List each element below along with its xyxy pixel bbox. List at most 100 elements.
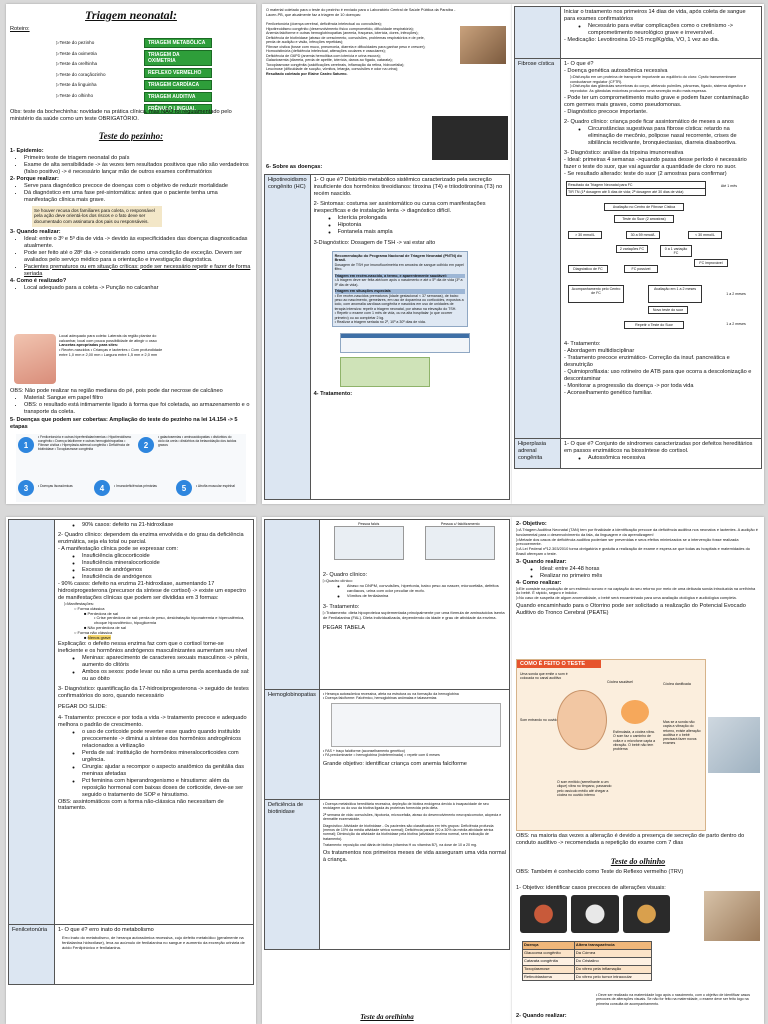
flow-label: Até 1 mês [714, 183, 744, 190]
baby-test-photo [708, 717, 760, 773]
hc-label: Hipotireoidismo congênito (HC) [264, 174, 311, 500]
h-porque: 2- Porque realizar: [10, 175, 59, 182]
tree-text: Menos grave [87, 634, 111, 640]
flow-box: Repetir o Teste do Suor [624, 321, 684, 330]
list-item: Material: Sangue em papel filtro [24, 395, 252, 402]
hb-label: Hemoglobinopatias [264, 689, 320, 800]
hac-obs: OBS: assintomáticos com a forma não-clás… [58, 798, 224, 812]
hc-treat-1: Iniciar o tratamento nos primeiros 14 di… [564, 9, 746, 22]
disease-list: Fenilcetonúria (doença cerebral, deficiê… [266, 22, 426, 76]
img-text: Lancetas apropriadas para sites: [59, 343, 119, 348]
hac-table: 90% casos: defeito na 21-hidroxilase 2- … [8, 519, 254, 985]
list-item: 90% casos: defeito na 21-hidroxilase [82, 522, 250, 529]
section-orelhinha: Teste da orelhinha [360, 1013, 414, 1021]
box-t2: • Em recém-nascidos prematuros (idade ge… [334, 293, 464, 311]
box-t4: • Realizar a triagem seriada no 2º, 10º … [334, 319, 426, 324]
note-recusa: Se houver recusa dos familiares para col… [32, 205, 162, 227]
ore-item: No caso de suspeita de algum anormalidad… [516, 595, 760, 601]
disease-item: Anemia falciforme e outras hemoglobinopa… [266, 31, 419, 36]
tree-text: Crise perdedora de sal: perda de peso, d… [94, 615, 245, 626]
info-label: O som emitido (semelhante a um clique) v… [557, 780, 612, 797]
ore-item: A Lei Federal nº12.303/2010 torna obriga… [516, 546, 760, 557]
fen-table-cont: Pessoa falcis Pessoa c/ falcitizamento 2… [264, 519, 511, 950]
h-quando: 3- Quando realizar: [10, 228, 61, 235]
ore-item: A Triagem Auditiva Neonatal (TAN) tem po… [516, 527, 760, 538]
fen-q1: 1- O que é? erro inato do metabolismo [58, 927, 154, 933]
manif-tree: Manifestações: ○ Forma clássica ■ Perded… [64, 601, 250, 641]
fc-arrow: Disfunção das glândulas secretoras do co… [564, 84, 758, 93]
flow-box: FC improvável [694, 259, 728, 268]
mini-table-image [339, 333, 470, 354]
hb-text: • Doença falciforme: Falcêmico, hemoglob… [322, 696, 437, 701]
page-1: Triagem neonatal: Roteiro: Teste do pezi… [6, 4, 256, 504]
flow-box: 0 a 1 variação FC [660, 245, 692, 258]
list-item: Cirurgia: ajudar a recompor o aspecto an… [82, 764, 250, 778]
etapas-graphic: 1 • Fenilcetonúria e outras hiperfenilal… [16, 434, 246, 502]
fc-q4: 4- Tratamento: [564, 341, 601, 348]
list-item: Insuficiência mineralocorticoide [82, 560, 250, 567]
list-item: Circunstâncias sugestivas para fibrose c… [588, 126, 758, 147]
ear-icon [557, 690, 607, 750]
box-t1: • A triagem deve ser feita até/com após … [334, 278, 463, 287]
ear-infographic: COMO É FEITO O TESTE Uma sonda que emite… [516, 659, 706, 831]
table-cell: Da Córnea [573, 948, 653, 958]
flow-box: Avaliação no Centro de Fibrose Cística [604, 203, 684, 212]
list-item: Ideal: entre o 3º e 5º dia de vida -> de… [24, 236, 252, 250]
info-label: Uma sonda que emite o som é colocada no … [520, 672, 568, 681]
box-sub: Dosagem de TSH por imunofluorimetria em … [334, 263, 464, 272]
fen-label: Fenilcetonúria [8, 924, 55, 985]
fen-q3-text: Tratamento: dieta hipoproteica suplement… [323, 611, 506, 621]
flow-box: 2 variações FC [616, 245, 648, 254]
hc-tratamento: 4- Tratamento: [313, 391, 353, 398]
flow-label: 1 a 2 meses [724, 321, 748, 328]
tree-node: Manifestações: [64, 601, 250, 607]
hac-q3: 3- Diagnóstico: quantificação da 17-hidr… [58, 685, 249, 699]
fc-q4-item: - Abordagem multidisciplinar [564, 348, 635, 355]
hb-objetivo: Grande objetivo: identificar criança com… [322, 760, 467, 767]
tree-node: • Crise perdedora de sal: perda de peso,… [94, 615, 245, 626]
table-cell: Retinoblastoma [522, 972, 575, 982]
flow-box: Teste do Suor (2 amostras) [614, 215, 674, 224]
table-cell: Toxoplasmose [522, 964, 575, 974]
fen-q2: 2- Quadro clínico: [322, 572, 368, 578]
label-cardiaca: TRIAGEM CARDÍACA [144, 80, 212, 90]
list-item: Realizar no primeiro mês [540, 573, 760, 580]
info-label: Cóclea danificada [663, 682, 691, 686]
flow-label: 1 a 2 meses [724, 291, 748, 298]
fen-diagram: Pessoa falcis Pessoa c/ falcitizamento [323, 522, 506, 568]
info-title: COMO É FEITO O TESTE [517, 660, 601, 668]
label-frenulo: FRÊNULO LINGUAL [144, 104, 212, 114]
list-item: Icterícia prolongada [338, 215, 506, 222]
list-item: Serve para diagnóstico precoce de doença… [24, 183, 252, 190]
hac-q1: 1- O que é? Conjunto de síndromes caract… [564, 441, 753, 454]
green-box-image [339, 357, 430, 388]
ore-obs: OBS: na maioria das vezes a alteração é … [516, 833, 745, 846]
disease-item: Deficiência de G6PD (anemia hemolítica c… [266, 53, 381, 58]
disease-item: Resultado coletado por Elaine Castro Sat… [266, 71, 348, 76]
box-h1: Triagem em recém-nascido, a termo, e apa… [334, 273, 465, 279]
obs-text: OBS: Não pode realizar na região mediana… [10, 388, 223, 394]
roteiro-label: Roteiro: [10, 26, 30, 32]
fc-q4-item: - Aconselhamento genético familiar. [564, 390, 653, 397]
obs-coleta: OBS: Não pode realizar na região mediana… [10, 388, 252, 431]
ore-q2: 2- Objetivo: [516, 521, 547, 527]
disease-item: Fenilcetonúria (doença cerebral, deficiê… [266, 22, 382, 26]
list-item: Fontanela mais ampla [338, 229, 506, 236]
disease-item: Toxoplasmose congênita (calcificações ce… [266, 62, 405, 67]
bio-item: 2ª semana de vida: convulsões, hipotonia… [322, 812, 502, 822]
bio-item: Tratamento: reposição oral diária de bio… [322, 843, 477, 847]
hac-q2: 2- Quadro clínico: dependem da enzima en… [58, 531, 244, 545]
olho-q1: 1- Objetivo: identificar casos precoces … [516, 885, 666, 891]
roteiro-list: Teste do pezinho Teste da oximetria Test… [56, 40, 106, 103]
img-text: Local adequado para coleta: Laterais da … [59, 334, 157, 343]
hb-text: • FAS + traço falciforme (aconselhamento… [322, 748, 405, 753]
tree-text: Perdedora de sal [87, 610, 118, 616]
table-header: Altera transparência [573, 941, 653, 950]
label-reflexo: REFLEXO VERMELHO [144, 68, 212, 78]
fen-pegar: PEGAR TABELA [322, 625, 365, 632]
bio-text: • Doença metabólica hereditária recessiv… [322, 802, 489, 811]
olho-obs: OBS: Também é conhecido como Teste do Re… [516, 869, 684, 875]
orelhinha-content: 2- Objetivo: A Triagem Auditiva Neonatal… [516, 521, 760, 617]
label-auditiva: TRIAGEM AUDITIVA [144, 92, 212, 102]
list-item: Dá diagnóstico em uma fase pré-sintomáti… [24, 190, 252, 204]
